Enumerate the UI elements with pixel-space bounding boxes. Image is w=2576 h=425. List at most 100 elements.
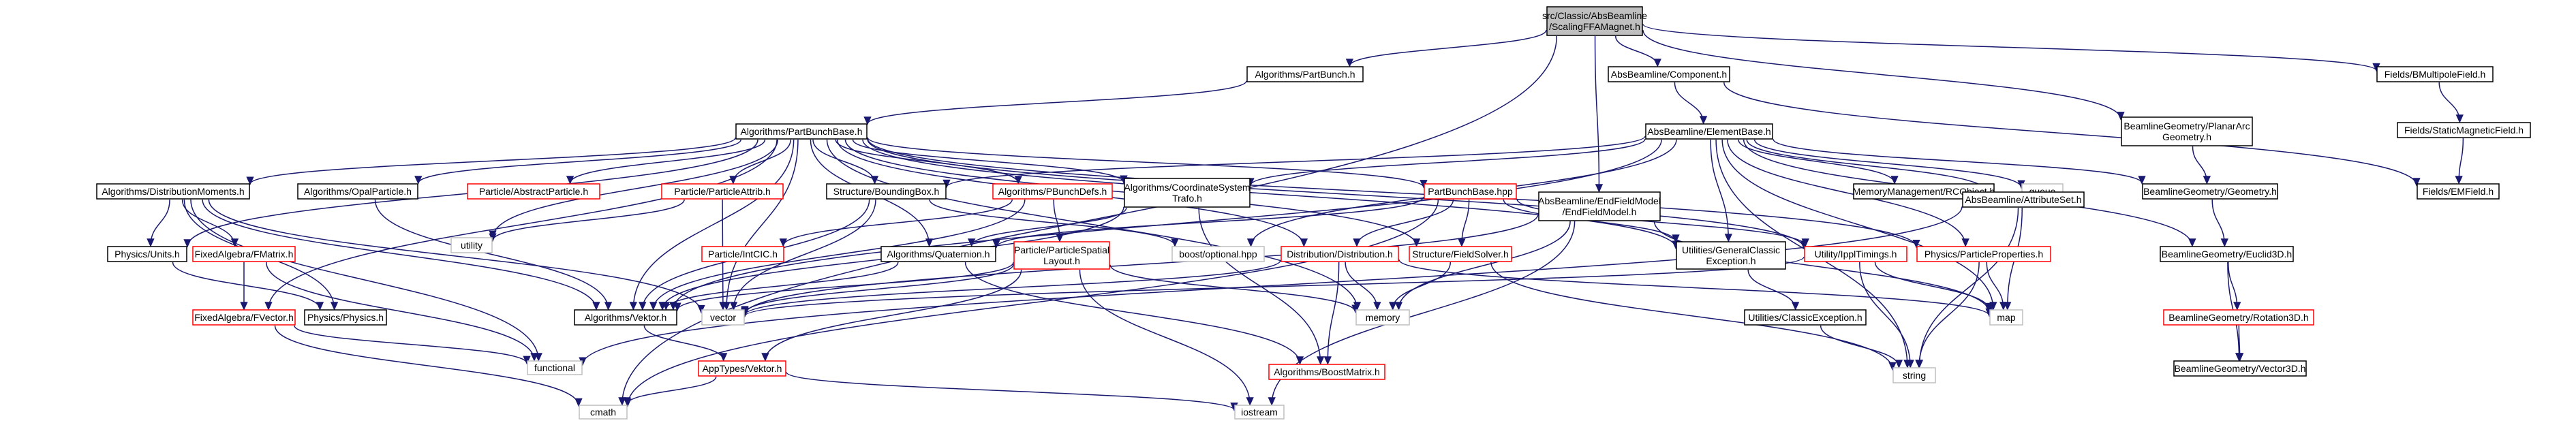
node-box	[467, 183, 600, 200]
edge-boundingbox-to-boostoptional	[929, 199, 1179, 247]
edge-root-to-component	[1614, 35, 1661, 67]
node-particleprops[interactable]: Physics/ParticleProperties.h	[1916, 246, 2051, 262]
node-map: map	[1989, 309, 2023, 326]
node-abstractparticle[interactable]: Particle/AbstractParticle.h	[467, 183, 600, 200]
node-fmatrix[interactable]: FixedAlgebra/FMatrix.h	[192, 246, 296, 262]
node-label: Exception.h	[1706, 255, 1755, 266]
node-classicexception[interactable]: Utilities/ClassicException.h	[1744, 309, 1867, 326]
node-box	[2163, 309, 2314, 326]
edge-geometry-to-euclid3d	[2211, 199, 2228, 247]
edge-root-to-planararc	[1642, 30, 2125, 121]
node-box	[1234, 405, 1285, 420]
node-box	[1962, 191, 2085, 208]
node-quaternion[interactable]: Algorithms/Quaternion.h	[880, 246, 996, 262]
node-label: Algorithms/Vektor.h	[585, 312, 667, 323]
edge-partbunchbase-to-vektor	[629, 139, 795, 311]
node-box	[2417, 183, 2500, 200]
node-memory: memory	[1355, 309, 1410, 326]
node-utility: utility	[450, 237, 493, 253]
node-memmgmt[interactable]: MemoryManagement/RCObject.h	[1853, 183, 1995, 200]
node-staticmagnetic[interactable]: Fields/StaticMagneticField.h	[2397, 122, 2531, 138]
node-label: AbsBeamline/Component.h	[1611, 69, 1727, 80]
edge-elementbase-to-memmgmt	[1738, 139, 1899, 185]
node-label: boost/optional.hpp	[1179, 249, 1257, 259]
node-box	[701, 309, 745, 326]
node-label: utility	[461, 240, 482, 251]
node-geometry[interactable]: BeamlineGeometry/Geometry.h	[2142, 183, 2278, 200]
node-label: Particle/IntCIC.h	[708, 249, 778, 259]
node-label: Algorithms/Quaternion.h	[887, 249, 990, 259]
edge-quaternion-to-vektor	[662, 262, 899, 311]
node-boostmatrix[interactable]: Algorithms/BoostMatrix.h	[1268, 364, 1385, 380]
node-fieldsolver[interactable]: Structure/FieldSolver.h	[1409, 246, 1512, 262]
node-rotation3d[interactable]: BeamlineGeometry/Rotation3D.h	[2163, 309, 2314, 326]
edge-ippltimings-to-string	[1859, 262, 1914, 368]
node-distmoments[interactable]: Algorithms/DistributionMoments.h	[96, 183, 250, 200]
node-partbunchbasehpp[interactable]: PartBunchBase.hpp	[1424, 183, 1517, 200]
node-attributeset[interactable]: AbsBeamline/AttributeSet.h	[1962, 191, 2085, 208]
nodes-layer: src/Classic/AbsBeamline/ScalingFFAMagnet…	[96, 6, 2531, 420]
node-intcic[interactable]: Particle/IntCIC.h	[701, 246, 784, 262]
node-label: iostream	[1241, 407, 1278, 418]
node-emfield[interactable]: Fields/EMField.h	[2417, 183, 2500, 200]
edge-root-to-bmultipole	[1642, 23, 2380, 72]
node-bmultipole[interactable]: Fields/BMultipoleField.h	[2376, 66, 2494, 82]
node-physicsunits[interactable]: Physics/Units.h	[107, 246, 187, 262]
edge-particleattrib-to-utility	[489, 199, 685, 242]
node-partbunchbase[interactable]: Algorithms/PartBunchBase.h	[735, 123, 868, 140]
node-box	[992, 183, 1113, 200]
edge-component-to-emfield	[1723, 82, 2421, 187]
node-label: Fields/BMultipoleField.h	[2385, 69, 2486, 80]
node-box	[1013, 241, 1110, 270]
node-box	[1538, 191, 1661, 221]
node-fvector[interactable]: FixedAlgebra/FVector.h	[192, 309, 296, 326]
node-boostoptional: boost/optional.hpp	[1171, 246, 1265, 262]
node-vektor[interactable]: Algorithms/Vektor.h	[574, 309, 677, 326]
node-apptypesvektor[interactable]: AppTypes/Vektor.h	[698, 360, 786, 377]
node-label: BeamlineGeometry/Euclid3D.h	[2162, 249, 2292, 259]
node-opalparticle[interactable]: Algorithms/OpalParticle.h	[297, 183, 418, 200]
node-endfieldmodel[interactable]: AbsBeamline/EndFieldModel/EndFieldModel.…	[1538, 191, 1661, 221]
node-box	[1989, 309, 2023, 326]
edge-apptypesvektor-to-cmath	[623, 376, 717, 406]
node-vector3d[interactable]: BeamlineGeometry/Vector3D.h	[2173, 360, 2307, 377]
node-physics[interactable]: Physics/Physics.h	[304, 309, 387, 326]
node-box	[1424, 183, 1517, 200]
node-string: string	[1892, 367, 1936, 383]
node-box	[1246, 66, 1364, 82]
node-distribution[interactable]: Distribution/Distribution.h	[1281, 246, 1399, 262]
node-particleattrib[interactable]: Particle/ParticleAttrib.h	[661, 183, 784, 200]
node-box	[2160, 246, 2294, 262]
node-partbunch[interactable]: Algorithms/PartBunch.h	[1246, 66, 1364, 82]
edge-coordsystrafo-to-quaternion	[968, 207, 1127, 247]
node-label: Physics/Physics.h	[307, 312, 384, 323]
node-label: Particle/ParticleAttrib.h	[674, 186, 771, 197]
node-ippltimings[interactable]: Utility/IpplTimings.h	[1804, 246, 1907, 262]
node-iostream: iostream	[1234, 405, 1285, 420]
node-pbunchdefs[interactable]: Algorithms/PBunchDefs.h	[992, 183, 1113, 200]
node-box	[527, 360, 583, 375]
node-elementbase[interactable]: AbsBeamline/ElementBase.h	[1645, 123, 1773, 140]
edge-vektor-to-apptypesvektor	[643, 325, 728, 362]
node-functional: functional	[527, 360, 583, 375]
node-box	[192, 309, 296, 326]
node-box	[661, 183, 784, 200]
node-label: AppTypes/Vektor.h	[703, 363, 782, 374]
node-label: Algorithms/PartBunchBase.h	[741, 126, 863, 137]
edge-distmoments-to-functional	[190, 199, 542, 362]
node-component[interactable]: AbsBeamline/Component.h	[1608, 66, 1730, 82]
edge-endfieldmodel-to-memory	[1394, 221, 1571, 311]
node-euclid3d[interactable]: BeamlineGeometry/Euclid3D.h	[2160, 246, 2294, 262]
edge-endfieldmodel-to-vector	[741, 214, 1539, 316]
edge-pbunchdefs-to-intcic	[779, 199, 1013, 247]
edge-elementbase-to-geometry	[1773, 138, 2146, 185]
node-label: AbsBeamline/AttributeSet.h	[1965, 194, 2081, 205]
edge-fvector-to-functional	[294, 325, 531, 365]
node-box	[192, 246, 296, 262]
node-boundingbox[interactable]: Structure/BoundingBox.h	[826, 183, 947, 200]
